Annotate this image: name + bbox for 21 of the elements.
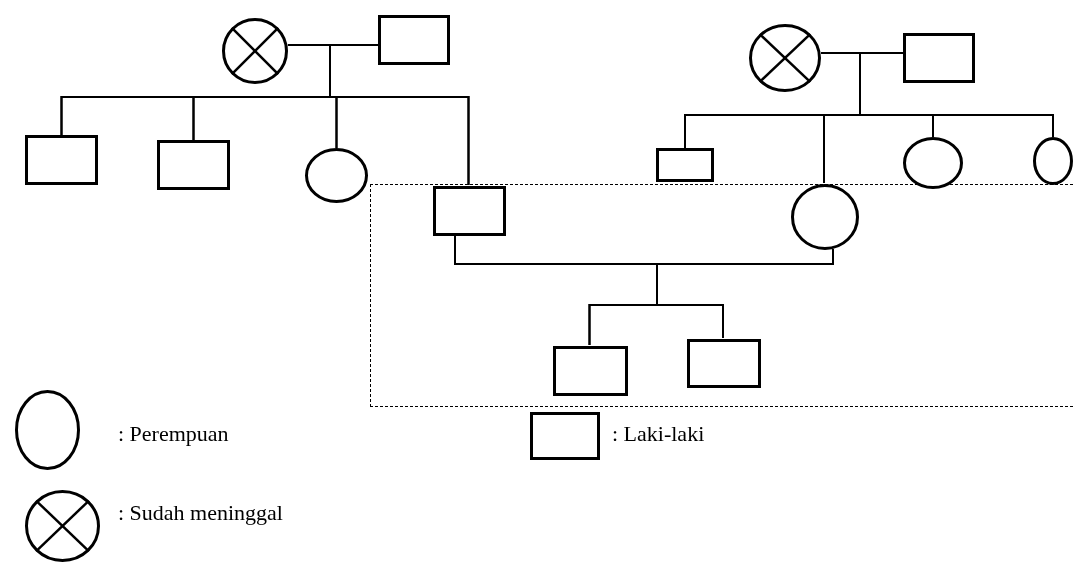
legend-text: : Sudah meninggal: [118, 500, 283, 526]
circle-symbol: [903, 137, 963, 189]
circle-symbol: [1033, 137, 1073, 185]
family-line: [859, 52, 1054, 138]
square-symbol: [687, 339, 761, 388]
square-symbol: [903, 33, 975, 83]
dashed-frame: [370, 184, 1073, 407]
square-symbol: [378, 15, 450, 65]
square-symbol: [433, 186, 506, 236]
square-symbol: [553, 346, 628, 396]
legend-text: : Perempuan: [118, 421, 229, 447]
circle-symbol: [791, 184, 859, 250]
crossed-circle-symbol: [749, 24, 821, 92]
circle-symbol: [305, 148, 368, 203]
square-symbol: [157, 140, 230, 190]
square-symbol: [25, 135, 98, 185]
family-line: [329, 44, 470, 186]
crossed-circle-symbol: [222, 18, 288, 84]
legend-text: : Laki-laki: [612, 421, 705, 447]
square-symbol: [656, 148, 714, 182]
family-line: [656, 248, 834, 339]
